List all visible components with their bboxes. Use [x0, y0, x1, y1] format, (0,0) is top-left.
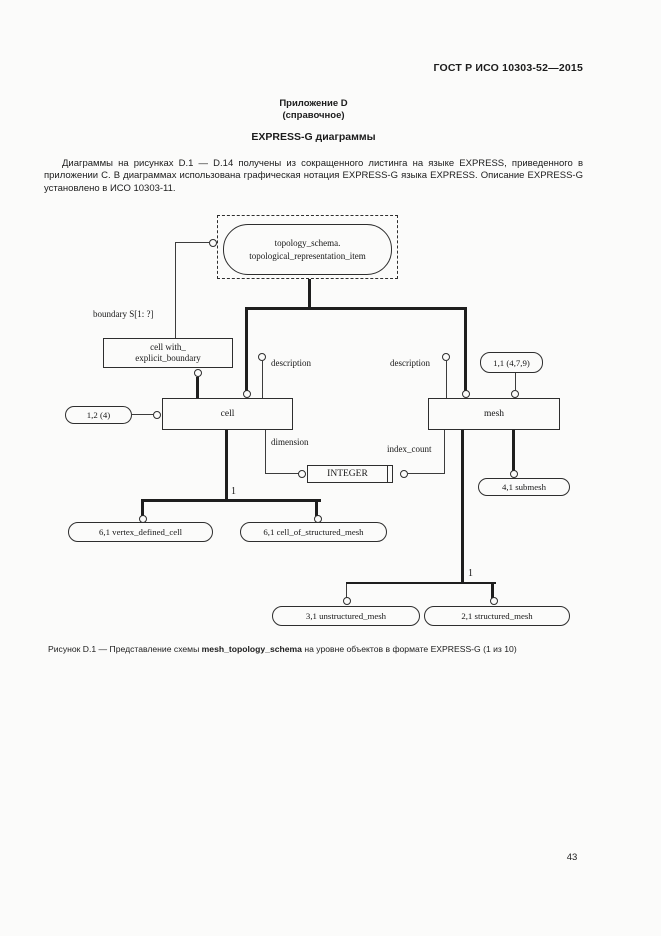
mesh-tree-line-v [461, 430, 464, 584]
interschema-ref-frame [217, 215, 398, 279]
description-cell-line [262, 361, 263, 398]
subtype-circle-mesh [462, 390, 470, 398]
submesh-line [512, 430, 515, 471]
index-count-label: index_count [387, 444, 432, 454]
mesh-tree-line-h [346, 582, 496, 584]
standard-number-header: ГОСТ Р ИСО 10303-52—2015 [433, 62, 583, 74]
description-mesh-label: description [390, 358, 430, 368]
section-title: EXPRESS-G диаграммы [251, 131, 376, 143]
appendix-title: Приложение D [279, 98, 348, 109]
description-mesh-line [446, 361, 447, 398]
appendix-subtitle: (справочное) [282, 110, 345, 121]
page-ref-cell-circle [153, 411, 161, 419]
optional-circle-boundary [209, 239, 217, 247]
index-count-circle [400, 470, 408, 478]
subtype-circle-cell-with [194, 369, 202, 377]
dimension-label: dimension [271, 437, 309, 447]
page-ref-mesh: 1,1 (4,7,9) [480, 352, 543, 373]
dimension-line-v [265, 430, 266, 474]
dimension-circle [298, 470, 306, 478]
simple-type-double-line [387, 466, 388, 482]
boundary-attr-line-v [175, 243, 176, 338]
optional-circle-description-cell [258, 353, 266, 361]
subtype-line-to-mesh [464, 307, 467, 391]
supertype-root-line [308, 279, 311, 309]
page-ref-vertex-defined-cell: 6,1 vertex_defined_cell [68, 522, 213, 542]
mesh-tree-cardinality: 1 [468, 568, 473, 579]
index-count-line-v [444, 430, 445, 474]
subtype-circle-cell [243, 390, 251, 398]
interschema-ref-line2: topological_representation_item [249, 250, 366, 261]
unstructured-circle [343, 597, 351, 605]
cell-with-label-line2: explicit_boundary [135, 353, 201, 363]
page-number: 43 [566, 852, 578, 863]
subtype-line-to-cell [245, 307, 248, 391]
interschema-ref-box: topology_schema. topological_representat… [223, 224, 392, 275]
boundary-attr-line-h [175, 242, 209, 243]
type-integer-label: INTEGER [327, 469, 368, 479]
caption-suffix: на уровне объектов в формате EXPRESS-G (… [301, 644, 517, 654]
supertype-branch-line [245, 307, 467, 310]
cell-of-mesh-drop-line [315, 499, 318, 516]
interschema-ref-line1: topology_schema. [274, 237, 341, 248]
page-ref-cell: 1,2 (4) [65, 406, 132, 424]
page-ref-submesh: 4,1 submesh [478, 478, 570, 496]
submesh-circle [510, 470, 518, 478]
index-count-line-h [408, 473, 445, 474]
page-ref-unstructured-mesh: 3,1 unstructured_mesh [272, 606, 420, 626]
figure-caption: Рисунок D.1 — Представление схемы mesh_t… [48, 644, 608, 654]
structured-drop-line [491, 582, 494, 599]
subtype-line-cell-with [196, 377, 199, 398]
unstructured-drop-line [346, 584, 347, 598]
cell-tree-line-v [225, 430, 228, 502]
boundary-attr-label: boundary S[1: ?] [93, 309, 154, 319]
structured-circle [490, 597, 498, 605]
cell-tree-cardinality: 1 [231, 486, 236, 497]
type-integer-box: INTEGER [307, 465, 393, 483]
page-ref-cell-of-structured-mesh: 6,1 cell_of_structured_mesh [240, 522, 387, 542]
dimension-line-h [265, 473, 299, 474]
caption-prefix: Рисунок D.1 — Представление схемы [48, 644, 202, 654]
caption-schema-name: mesh_topology_schema [201, 644, 302, 654]
cell-tree-line-h [141, 499, 321, 502]
entity-mesh: mesh [428, 398, 560, 430]
description-cell-label: description [271, 358, 311, 368]
entity-cell: cell [162, 398, 293, 430]
page-ref-mesh-circle [511, 390, 519, 398]
page-ref-structured-mesh: 2,1 structured_mesh [424, 606, 570, 626]
vertex-cell-drop-line [141, 499, 144, 516]
optional-circle-description-mesh [442, 353, 450, 361]
cell-with-label-line1: cell with_ [150, 342, 186, 352]
page-ref-mesh-line [515, 373, 516, 390]
page-ref-cell-line [132, 414, 153, 415]
intro-paragraph: Диаграммы на рисунках D.1 — D.14 получен… [44, 158, 583, 194]
entity-cell-with-explicit-boundary: cell with_ explicit_boundary [103, 338, 233, 368]
